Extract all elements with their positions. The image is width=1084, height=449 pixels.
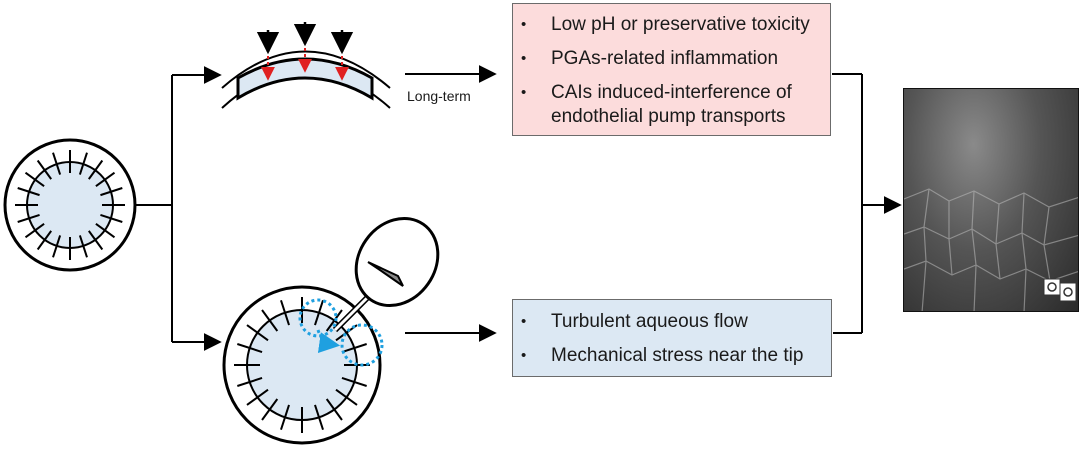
long-term-label: Long-term: [407, 88, 471, 104]
spoke-line: [24, 223, 45, 239]
effect-item: Mechanical stress near the tip: [513, 344, 825, 368]
spoke-line: [246, 324, 269, 342]
spoke-line: [341, 343, 367, 353]
spoke-line: [237, 377, 263, 387]
spoke-line: [261, 398, 279, 421]
spoke-line: [261, 309, 279, 332]
spoke-line: [88, 230, 104, 251]
effect-item: Turbulent aqueous flow: [513, 310, 825, 334]
eye-with-instrument-icon: [222, 216, 440, 445]
spoke-line: [36, 159, 52, 180]
spoke-line: [341, 377, 367, 387]
spoke-line: [246, 388, 269, 406]
spoke-line: [88, 159, 104, 180]
effect-item: CAIs induced-interference of endothelial…: [513, 81, 824, 129]
spoke-line: [314, 300, 324, 326]
specular-microscopy-image: [903, 88, 1079, 312]
drop-arrow-icon: [256, 22, 354, 55]
spoke-line: [100, 187, 123, 197]
effect-item: PGAs-related inflammation: [513, 47, 824, 71]
spoke-line: [52, 152, 62, 175]
branch-connector: [135, 66, 222, 351]
spoke-line: [325, 398, 343, 421]
eye-diagram-icon: [3, 138, 137, 272]
spoke-line: [100, 213, 123, 223]
spoke-line: [314, 404, 324, 430]
spoke-line: [335, 388, 358, 406]
spoke-line: [17, 187, 40, 197]
spoke-line: [17, 213, 40, 223]
spoke-line: [95, 171, 116, 187]
long-term-effects-box: Low pH or preservative toxicity PGAs-rel…: [512, 3, 831, 136]
spoke-line: [78, 235, 88, 258]
spoke-line: [52, 235, 62, 258]
effect-item: Low pH or preservative toxicity: [513, 13, 824, 37]
spoke-line: [280, 404, 290, 430]
spoke-line: [237, 343, 263, 353]
cornea-section-icon: [221, 22, 391, 109]
spoke-line: [95, 223, 116, 239]
spoke-line: [280, 300, 290, 326]
spoke-line: [78, 152, 88, 175]
merge-connector: [832, 73, 902, 334]
spoke-line: [24, 171, 45, 187]
surgical-effects-box: Turbulent aqueous flow Mechanical stress…: [512, 299, 832, 377]
instrument-tip-icon: [332, 216, 440, 333]
spoke-line: [36, 230, 52, 251]
